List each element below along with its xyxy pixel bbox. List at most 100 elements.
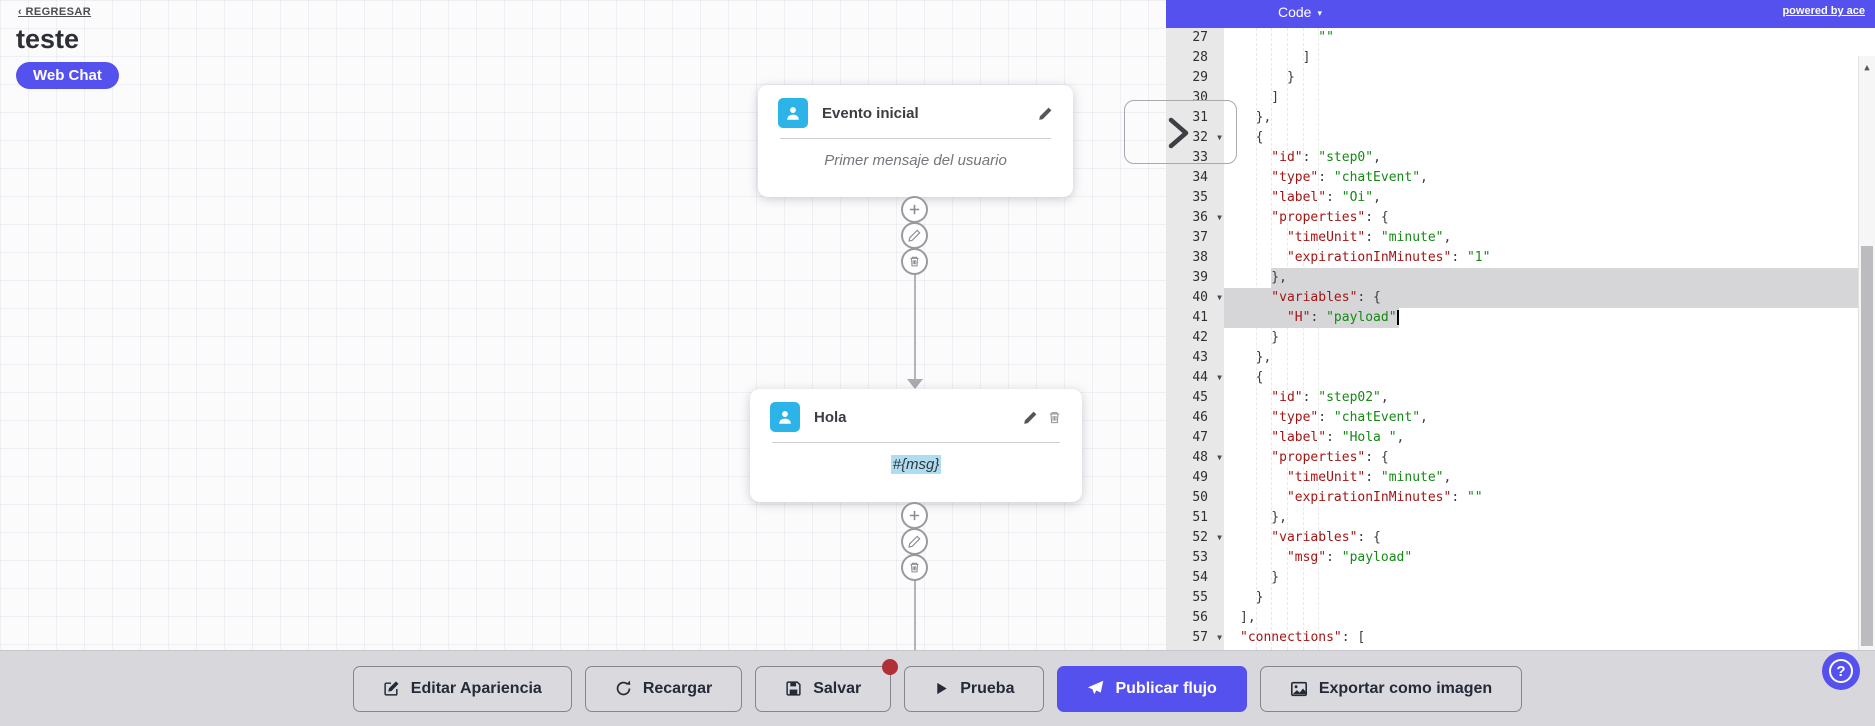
code-line[interactable]: "id": "step02", — [1271, 390, 1389, 405]
add-step-button[interactable] — [901, 502, 928, 529]
delete-step-button[interactable] — [901, 248, 928, 275]
fold-toggle-icon[interactable]: ▼ — [1217, 453, 1222, 462]
edit-step-button[interactable] — [901, 528, 928, 555]
gutter-line-number[interactable]: 46 — [1192, 410, 1208, 425]
gutter-line-number[interactable]: 37 — [1192, 230, 1208, 245]
code-line[interactable]: }, — [1271, 510, 1287, 525]
editor-mode-dropdown[interactable]: Code ▾ — [1278, 4, 1322, 20]
gutter-line-number[interactable]: 27 — [1192, 30, 1208, 45]
code-line[interactable]: "expirationInMinutes": "1" — [1286, 250, 1491, 265]
code-line[interactable]: "properties": { — [1271, 210, 1389, 225]
flow-node-evento-inicial[interactable]: Evento inicial Primer mensaje del usuari… — [758, 85, 1073, 197]
publish-flow-button[interactable]: Publicar flujo — [1057, 665, 1247, 712]
gutter-line-number[interactable]: 53 — [1192, 550, 1208, 565]
code-line[interactable]: { — [1255, 130, 1264, 145]
flow-node-hola[interactable]: Hola #{msg} — [750, 389, 1082, 502]
gutter-line-number[interactable]: 33 — [1192, 150, 1208, 165]
fold-toggle-icon[interactable]: ▼ — [1217, 213, 1222, 222]
fold-toggle-icon[interactable]: ▼ — [1217, 133, 1222, 142]
code-line[interactable]: "variables": { — [1224, 288, 1875, 308]
delete-node-icon[interactable] — [1047, 410, 1062, 425]
gutter-line-number[interactable]: 48▼ — [1166, 448, 1224, 468]
gutter-line-number[interactable]: 42 — [1192, 330, 1208, 345]
editor-body[interactable]: 27 28 29 30 31 32▼ 33 34 35 36▼ 37 38 39 40▼ 41 42 43 44▼… — [1166, 28, 1875, 650]
code-line[interactable]: "properties": { — [1271, 450, 1389, 465]
code-line[interactable]: "type": "chatEvent", — [1271, 410, 1428, 425]
floppy-disk-icon — [786, 681, 801, 696]
code-line[interactable]: "msg": "payload" — [1286, 550, 1413, 565]
fold-toggle-icon[interactable]: ▼ — [1217, 293, 1222, 302]
gutter-line-number[interactable]: 47 — [1192, 430, 1208, 445]
code-line[interactable]: "expirationInMinutes": "" — [1286, 490, 1483, 505]
code-line[interactable]: "connections": [ — [1240, 630, 1366, 645]
gutter-line-number[interactable]: 50 — [1192, 490, 1208, 505]
gutter-line-number[interactable]: 45 — [1192, 390, 1208, 405]
code-line[interactable]: } — [1255, 590, 1264, 605]
gutter-line-number[interactable]: 38 — [1192, 250, 1208, 265]
code-line[interactable]: }, — [1224, 268, 1875, 288]
code-line[interactable]: ], — [1240, 610, 1256, 625]
code-line[interactable]: }, — [1255, 110, 1272, 125]
gutter-line-number[interactable]: 36▼ — [1166, 208, 1224, 228]
fold-toggle-icon[interactable]: ▼ — [1217, 533, 1222, 542]
code-line[interactable]: "label": "Hola ", — [1271, 430, 1405, 445]
collapse-editor-button[interactable] — [1124, 100, 1237, 164]
gutter-line-number[interactable]: 55 — [1192, 590, 1208, 605]
code-line[interactable]: }, — [1255, 350, 1272, 365]
code-line[interactable]: "H": "payload" — [1224, 308, 1875, 328]
add-step-button[interactable] — [901, 196, 928, 223]
gutter-line-number[interactable]: 40▼ — [1166, 288, 1224, 308]
gutter-line-number[interactable]: 39 — [1192, 270, 1208, 285]
gutter-line-number[interactable]: 57▼ — [1166, 628, 1224, 648]
gutter-line-number[interactable]: 56 — [1192, 610, 1208, 625]
gutter-line-number[interactable]: 54 — [1192, 570, 1208, 585]
code-line[interactable]: } — [1286, 70, 1295, 85]
gutter-line-number[interactable]: 31 — [1192, 110, 1208, 125]
code-content[interactable]: ""]}]}, { "id": "step0", "type": "chatEvent… — [1224, 28, 1875, 650]
export-image-button[interactable]: Exportar como imagen — [1259, 665, 1523, 712]
gutter-line-number[interactable]: 34 — [1192, 170, 1208, 185]
help-button[interactable]: ? — [1822, 652, 1860, 690]
edit-node-icon[interactable] — [1038, 106, 1053, 121]
code-line[interactable]: "label": "Oi", — [1271, 190, 1381, 205]
gutter-line-number[interactable]: 49 — [1192, 470, 1208, 485]
edit-appearance-button[interactable]: Editar Apariencia — [352, 665, 572, 712]
code-line[interactable]: "timeUnit": "minute", — [1286, 230, 1452, 245]
code-line[interactable]: "type": "chatEvent", — [1271, 170, 1428, 185]
gutter-line-number[interactable]: 28 — [1192, 50, 1208, 65]
gutter-line-number[interactable]: 35 — [1192, 190, 1208, 205]
edit-node-icon[interactable] — [1023, 410, 1038, 425]
code-line[interactable]: "id": "step0", — [1271, 150, 1381, 165]
gutter-line-number[interactable]: 51 — [1192, 510, 1208, 525]
code-line[interactable]: } — [1271, 330, 1280, 345]
code-line[interactable]: "variables": { — [1271, 530, 1381, 545]
code-line[interactable]: { — [1255, 370, 1264, 385]
gutter-line-number[interactable]: 32▼ — [1166, 128, 1224, 148]
edit-step-button[interactable] — [901, 222, 928, 249]
gutter-line-number[interactable]: 52▼ — [1166, 528, 1224, 548]
gutter-line-number[interactable]: 43 — [1192, 350, 1208, 365]
powered-by-ace-link[interactable]: powered by ace — [1782, 5, 1865, 17]
fold-toggle-icon[interactable]: ▼ — [1217, 373, 1222, 382]
scroll-up-icon[interactable]: ▲ — [1864, 63, 1870, 73]
editor-scrollbar[interactable]: ▲ — [1858, 56, 1875, 650]
code-line[interactable]: ] — [1302, 50, 1311, 65]
gutter-line-number[interactable]: 30 — [1192, 90, 1208, 105]
gutter-line-number[interactable]: 29 — [1192, 70, 1208, 85]
reload-button[interactable]: Recargar — [584, 665, 743, 712]
button-label: Prueba — [960, 679, 1015, 697]
code-line[interactable]: } — [1271, 570, 1280, 585]
scrollbar-thumb[interactable] — [1861, 246, 1873, 646]
gutter-line-number[interactable]: 41 — [1192, 310, 1208, 325]
editor-gutter[interactable]: 27 28 29 30 31 32▼ 33 34 35 36▼ 37 38 39 40▼ 41 42 43 44▼… — [1166, 28, 1224, 650]
code-line[interactable]: "" — [1318, 30, 1334, 45]
gutter-line-number[interactable]: 44▼ — [1166, 368, 1224, 388]
save-button[interactable]: Salvar — [755, 658, 899, 712]
paper-plane-icon — [1088, 680, 1104, 695]
fold-toggle-icon[interactable]: ▼ — [1217, 633, 1222, 642]
code-line[interactable]: ] — [1271, 90, 1280, 105]
code-line[interactable]: "timeUnit": "minute", — [1286, 470, 1452, 485]
test-button[interactable]: Prueba — [904, 665, 1045, 712]
back-link[interactable]: ‹ REGRESAR — [18, 6, 92, 18]
delete-step-button[interactable] — [901, 554, 928, 581]
